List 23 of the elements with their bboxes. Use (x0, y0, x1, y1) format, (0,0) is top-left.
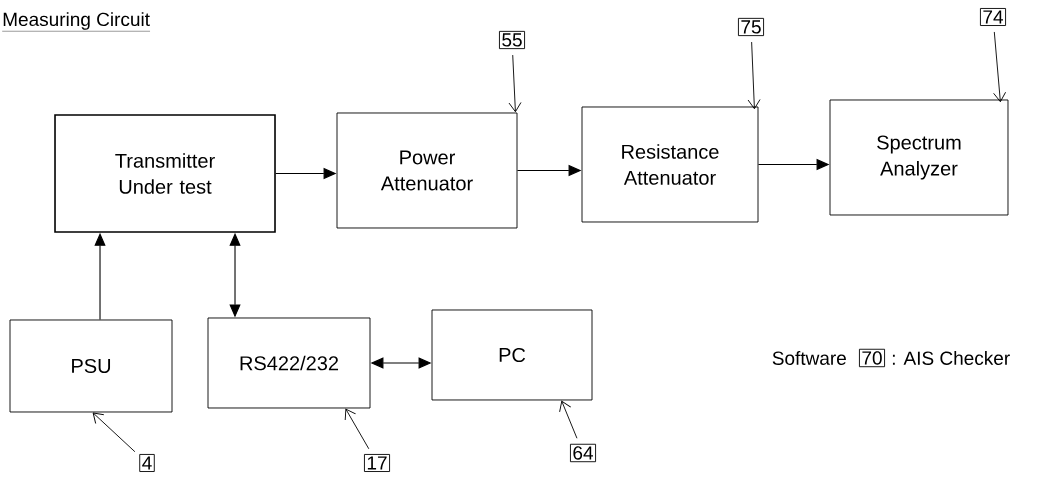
callout-number: 75 (738, 17, 765, 37)
title: Measuring Circuit (2, 12, 151, 32)
callout-number: 64 (570, 443, 597, 463)
process-box: Spectrum Analyzer (829, 99, 1009, 216)
process-box: Power Attenuator (336, 112, 518, 229)
leader-line (559, 400, 578, 439)
leader-line (92, 412, 136, 453)
leader-line (508, 54, 522, 113)
callout-number: 4 (139, 454, 155, 472)
callout-number: 55 (499, 30, 526, 50)
callout-number: 74 (979, 8, 1007, 26)
callout-number: 70 (859, 348, 886, 368)
leader-line (344, 408, 370, 450)
process-box: RS422/232 (207, 317, 371, 409)
label-text: : AIS Checker (892, 351, 1010, 365)
callout-number: 17 (364, 454, 391, 472)
process-box: Transmitter Under test (54, 114, 276, 233)
label-text: Software (772, 351, 846, 365)
process-box: PC (431, 309, 593, 401)
process-box: Resistance Attenuator (581, 106, 759, 223)
process-box: PSU (9, 319, 173, 413)
leader-line (747, 41, 761, 110)
leader-line (993, 31, 1007, 103)
